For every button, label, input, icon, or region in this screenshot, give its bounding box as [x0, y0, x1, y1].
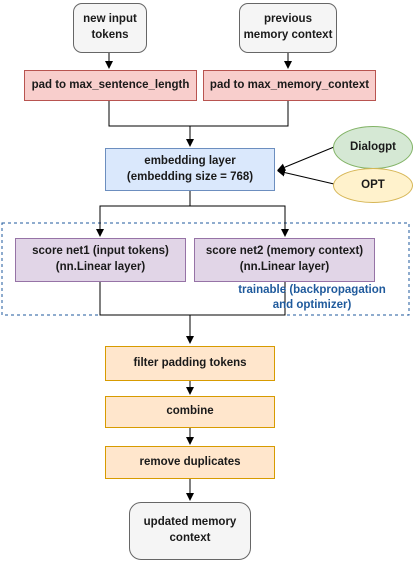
edge-split-score1 [96, 205, 190, 237]
edge-dialogpt-embedding [277, 146, 335, 172]
edge-split-score2 [190, 205, 289, 237]
opt-node: OPT [333, 168, 413, 203]
previous-memory-context-node: previous memory context [239, 3, 337, 53]
score-net1-node: score net1 (input tokens) (nn.Linear lay… [15, 238, 186, 282]
updated-memory-context-node: updated memory context [129, 502, 251, 560]
combine-node: combine [105, 396, 275, 428]
new-input-tokens-node: new input tokens [73, 3, 147, 53]
score-net2-node: score net2 (memory context) (nn.Linear l… [194, 238, 375, 282]
edge-scores-merge [99, 282, 286, 316]
embedding-layer-node: embedding layer (embedding size = 768) [105, 148, 275, 191]
dialogpt-node: Dialogpt [333, 126, 413, 169]
filter-padding-tokens-node: filter padding tokens [105, 346, 275, 381]
trainable-note: trainable (backpropagation and optimizer… [238, 284, 386, 311]
pad-memory-context-node: pad to max_memory_context [203, 70, 376, 101]
remove-duplicates-node: remove duplicates [105, 446, 275, 479]
pad-sentence-length-node: pad to max_sentence_length [24, 70, 197, 101]
edge-opt-embedding [277, 168, 335, 185]
edge-padsentence-merge [108, 101, 289, 127]
